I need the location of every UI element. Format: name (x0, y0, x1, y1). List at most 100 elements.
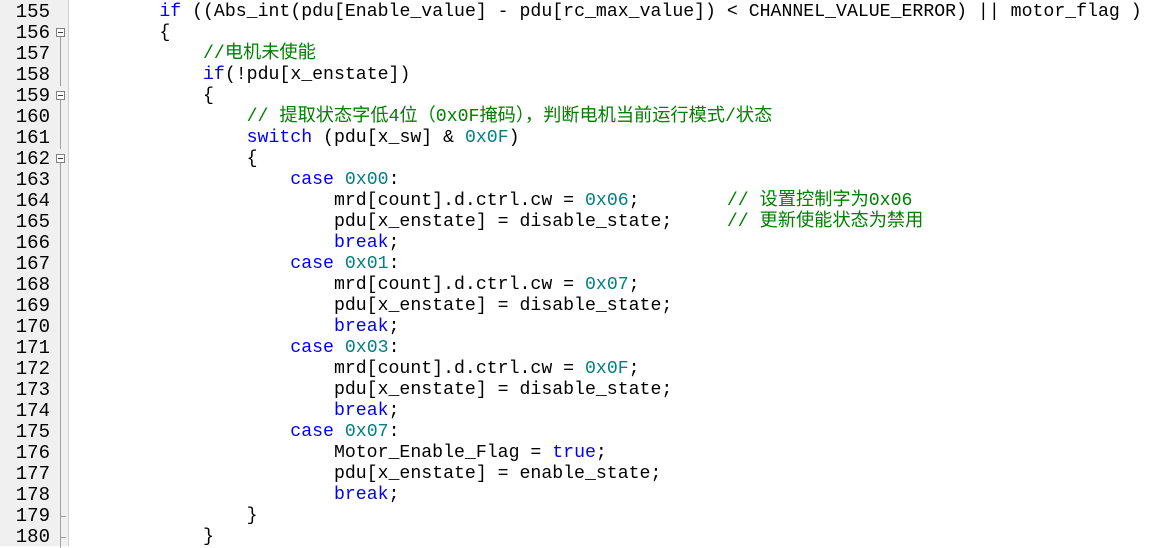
code-token (72, 485, 334, 505)
code-token: ; (388, 233, 400, 253)
fold-guide-line (60, 233, 61, 254)
code-line[interactable]: 166 break; (0, 233, 1176, 254)
code-line[interactable]: 179 } (0, 506, 1176, 527)
code-line[interactable]: 175 case 0x07: (0, 422, 1176, 443)
fold-guide-line (60, 100, 61, 107)
code-keyword: case (290, 254, 334, 274)
code-token: ; (388, 485, 400, 505)
fold-end-marker (60, 537, 66, 538)
code-number: 0x01 (344, 254, 389, 274)
code-line[interactable]: 170 break; (0, 317, 1176, 338)
code-number: 0x0F (464, 128, 509, 148)
code-line[interactable]: 157 //电机未使能 (0, 44, 1176, 65)
code-number: 0x03 (344, 338, 389, 358)
code-keyword: break (333, 317, 389, 337)
code-text: break; (72, 317, 400, 338)
code-token: ; (595, 443, 607, 463)
fold-guide-line (60, 338, 61, 359)
code-line[interactable]: 171 case 0x03: (0, 338, 1176, 359)
code-token: } (72, 506, 258, 526)
code-token (334, 338, 345, 358)
code-token (72, 401, 334, 421)
fold-guide-line (60, 380, 61, 401)
code-token: ; (628, 359, 640, 379)
code-line[interactable]: 155 if ((Abs_int(pdu[Enable_value] - pdu… (0, 2, 1176, 23)
fold-guide-line (60, 191, 61, 212)
code-line[interactable]: 156 { (0, 23, 1176, 44)
line-number: 174 (15, 400, 50, 422)
code-comment: // 设置控制字为0x06 (726, 191, 913, 211)
fold-collapse-icon[interactable] (56, 28, 65, 37)
code-text: case 0x01: (72, 254, 399, 275)
code-token: ; (388, 401, 400, 421)
code-number: 0x07 (344, 422, 389, 442)
line-number: 172 (15, 358, 50, 380)
code-line[interactable]: 174 break; (0, 401, 1176, 422)
code-line[interactable]: 161 switch (pdu[x_sw] & 0x0F) (0, 128, 1176, 149)
code-line[interactable]: 158 if(!pdu[x_enstate]) (0, 65, 1176, 86)
code-keyword: case (290, 170, 334, 190)
code-token: } (72, 527, 214, 547)
fold-collapse-icon[interactable] (56, 91, 65, 100)
code-line[interactable]: 168 mrd[count].d.ctrl.cw = 0x07; (0, 275, 1176, 296)
code-line[interactable]: 163 case 0x00: (0, 170, 1176, 191)
line-number: 177 (15, 463, 50, 485)
code-token: { (72, 86, 214, 106)
line-number: 162 (15, 148, 50, 170)
code-line[interactable]: 173 pdu[x_enstate] = disable_state; (0, 380, 1176, 401)
code-token: pdu[x_enstate] = disable_state; (72, 380, 673, 400)
code-keyword: if (202, 65, 225, 85)
fold-guide-line (60, 296, 61, 317)
code-line[interactable]: 172 mrd[count].d.ctrl.cw = 0x0F; (0, 359, 1176, 380)
code-token: pdu[x_enstate] = enable_state; (72, 464, 662, 484)
code-line[interactable]: 167 case 0x01: (0, 254, 1176, 275)
code-comment: // 更新使能状态为禁用 (726, 212, 924, 232)
code-line[interactable]: 164 mrd[count].d.ctrl.cw = 0x06; // 设置控制… (0, 191, 1176, 212)
code-text: pdu[x_enstate] = enable_state; (72, 464, 661, 485)
line-number: 156 (15, 22, 50, 44)
code-token: mrd[count].d.ctrl.cw = (72, 359, 585, 379)
line-number: 168 (15, 274, 50, 296)
code-line[interactable]: 178 break; (0, 485, 1176, 506)
code-token (72, 65, 203, 85)
code-comment: //电机未使能 (202, 44, 316, 64)
code-line[interactable]: 176 Motor_Enable_Flag = true; (0, 443, 1176, 464)
code-line[interactable]: 169 pdu[x_enstate] = disable_state; (0, 296, 1176, 317)
code-text: if(!pdu[x_enstate]) (72, 65, 410, 86)
code-line[interactable]: 160 // 提取状态字低4位（0x0F掩码），判断电机当前运行模式/状态 (0, 107, 1176, 128)
fold-guide-line (60, 65, 61, 86)
code-line[interactable]: 159 { (0, 86, 1176, 107)
line-number: 180 (15, 526, 50, 548)
fold-guide-line (60, 464, 61, 485)
code-text: { (72, 23, 170, 44)
code-token: Motor_Enable_Flag = (72, 443, 553, 463)
code-token (72, 233, 334, 253)
code-token (72, 44, 203, 64)
code-token (334, 170, 345, 190)
code-text: case 0x00: (72, 170, 399, 191)
fold-guide-line (60, 485, 61, 506)
code-text: pdu[x_enstate] = disable_state; (72, 296, 672, 317)
code-line[interactable]: 177 pdu[x_enstate] = enable_state; (0, 464, 1176, 485)
gutter-divider (68, 0, 69, 546)
fold-guide-line (60, 275, 61, 296)
code-token: : (388, 422, 400, 442)
code-text: Motor_Enable_Flag = true; (72, 443, 607, 464)
fold-collapse-icon[interactable] (56, 154, 65, 163)
code-keyword: true (552, 443, 596, 463)
code-keyword: case (290, 338, 334, 358)
fold-guide-line (60, 401, 61, 422)
code-line[interactable]: 162 { (0, 149, 1176, 170)
line-number: 155 (15, 1, 50, 23)
code-text: mrd[count].d.ctrl.cw = 0x07; (72, 275, 640, 296)
code-keyword: case (290, 422, 334, 442)
code-line[interactable]: 165 pdu[x_enstate] = disable_state; // 更… (0, 212, 1176, 233)
code-token: ; (388, 317, 400, 337)
code-line[interactable]: 180 } (0, 527, 1176, 548)
fold-guide-line (60, 254, 61, 275)
fold-guide-line (60, 163, 61, 170)
code-token (72, 338, 290, 358)
code-token: ((Abs_int(pdu[Enable_value] - pdu[rc_max… (181, 2, 1142, 22)
code-token (72, 254, 290, 274)
